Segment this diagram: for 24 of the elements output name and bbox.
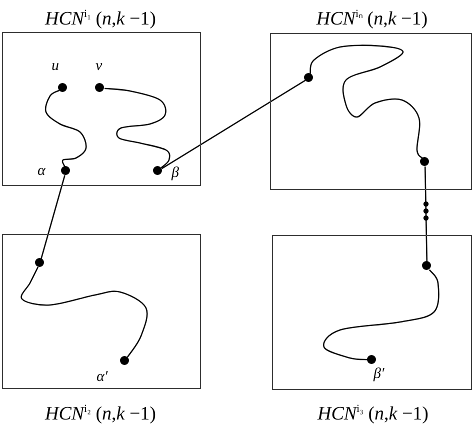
path-curve	[20, 266, 148, 358]
vertex-dot	[35, 258, 44, 267]
vertex-dot	[58, 83, 67, 92]
vertex-dot	[422, 261, 431, 270]
vertex-label: u	[52, 58, 59, 74]
path-curve	[44, 90, 87, 167]
vertex-dot	[61, 166, 70, 175]
vertex-dot	[420, 157, 429, 166]
vertex-dot	[120, 356, 129, 365]
vertex-dot	[304, 73, 313, 82]
path-curve	[104, 88, 170, 168]
vertex-dot	[153, 166, 162, 175]
vertex-dot	[95, 83, 104, 92]
vertex-label: β	[172, 164, 179, 180]
path-curve	[310, 44, 423, 159]
path-curve	[424, 166, 428, 262]
path-curve	[40, 175, 66, 259]
path-curve	[161, 80, 306, 170]
vertex-dot	[367, 355, 376, 364]
vertex-label: α′	[96, 368, 108, 384]
path-curve	[323, 269, 440, 360]
vertex-label: v	[96, 58, 102, 74]
vertex-label: β′	[374, 366, 384, 382]
vertex-label: α	[38, 162, 46, 178]
